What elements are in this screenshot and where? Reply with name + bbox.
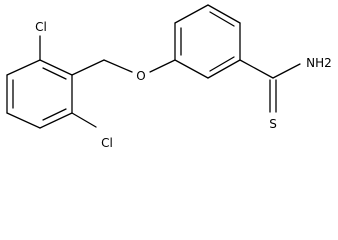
thioamide-carbon-bond (239, 59, 274, 79)
ring-double-bond (209, 56, 235, 72)
o-right-bond (149, 59, 176, 73)
oxygen-label: O (136, 69, 145, 83)
cl-top-label: Cl (35, 20, 47, 34)
ring-bond (6, 59, 41, 76)
ring-bond (207, 59, 241, 79)
ring-double-bond (209, 11, 235, 27)
ring-bond (39, 59, 73, 76)
methylene-bond (71, 59, 105, 76)
ring-bond (174, 4, 209, 24)
dichlorophenyl-ring (6, 59, 73, 129)
chemical-structure: Cl Cl O NH2 S (6, 4, 332, 150)
ring-bond (174, 59, 209, 79)
ring-bond (6, 112, 41, 129)
sulfur-label: S (269, 117, 277, 131)
cl-bottom-label: Cl (101, 136, 113, 150)
ring-double-bond (42, 108, 67, 121)
o-left-bond (103, 59, 133, 73)
ring-bond (39, 112, 73, 129)
ring-double-bond (42, 67, 67, 80)
amine-label: NH2 (306, 56, 332, 70)
cl-bottom-bond (71, 112, 97, 128)
c-n-bond (272, 63, 301, 79)
ring-bond (207, 4, 241, 24)
benzene-ring (174, 4, 241, 79)
structure-canvas: Cl Cl O NH2 S (6, 4, 332, 150)
